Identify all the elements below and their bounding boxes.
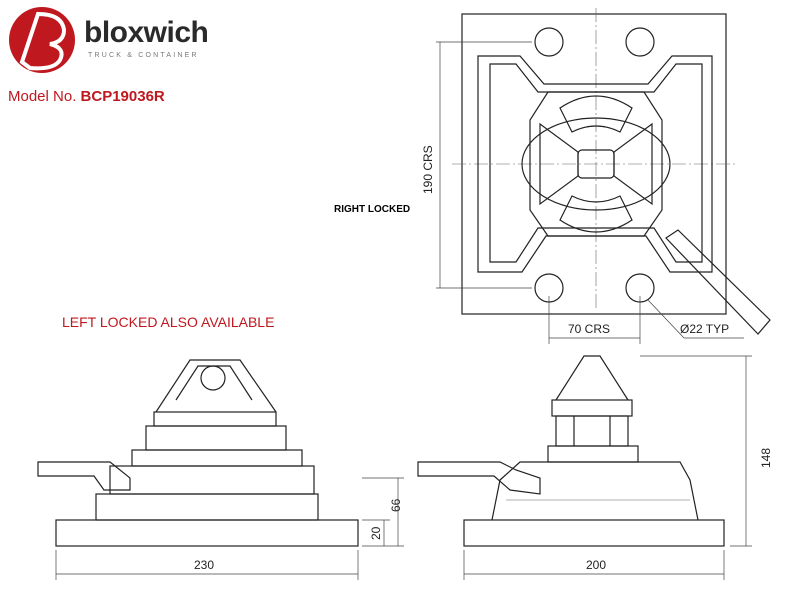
right-locked-note: RIGHT LOCKED xyxy=(334,204,411,215)
dim-148: 148 xyxy=(759,448,773,468)
bottom-dimensions xyxy=(55,355,752,580)
side-view xyxy=(37,359,359,547)
model-label: Model No. xyxy=(8,88,77,105)
dim-230: 230 xyxy=(194,558,214,572)
bloxwich-logo-icon xyxy=(9,7,75,73)
dim-190-crs: 190 CRS xyxy=(421,145,435,194)
brand-name: bloxwich xyxy=(84,16,209,49)
model-code: BCP19036R xyxy=(80,88,165,105)
front-view xyxy=(417,355,725,547)
dim-hole-dia: Ø22 TYP xyxy=(680,322,729,336)
model-number: Model No. BCP19036R xyxy=(8,88,165,105)
left-locked-note: LEFT LOCKED ALSO AVAILABLE xyxy=(62,314,275,330)
top-dimensions xyxy=(436,41,744,344)
brand-tagline: TRUCK & CONTAINER xyxy=(88,52,199,59)
dim-20: 20 xyxy=(369,526,383,540)
dim-200: 200 xyxy=(586,558,606,572)
top-view xyxy=(452,8,771,335)
dim-66: 66 xyxy=(389,498,403,512)
dim-70-crs: 70 CRS xyxy=(568,322,610,336)
